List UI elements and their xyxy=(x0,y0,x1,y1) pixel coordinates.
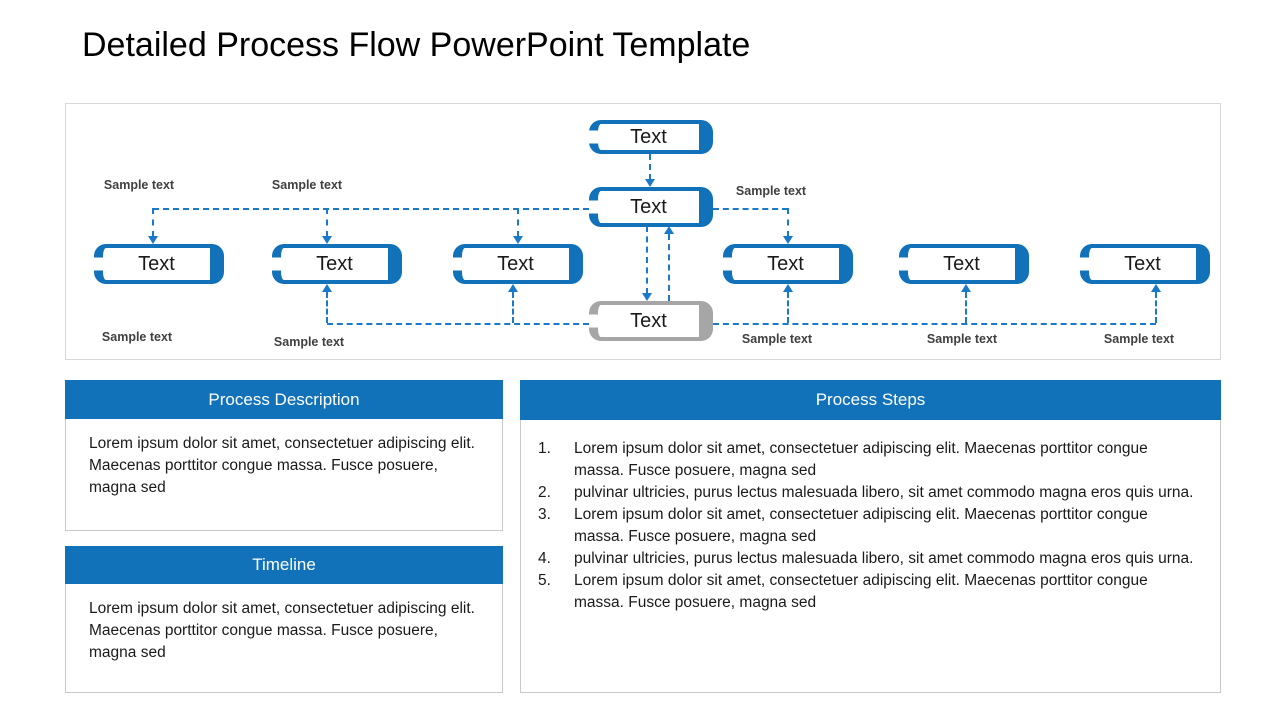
connector-gray-left-rail xyxy=(327,323,589,325)
step-text: pulvinar ultricies, purus lectus malesua… xyxy=(574,550,1194,567)
flow-box-label: Text xyxy=(138,252,175,275)
connector-hub-left-rail xyxy=(153,208,589,210)
connector-rise-box6 xyxy=(1155,292,1157,323)
step-number: 4. xyxy=(538,550,551,567)
flowchart-panel: Text Text Text Text Text Text Text Text … xyxy=(65,103,1221,360)
sample-label: Sample text xyxy=(1103,332,1175,346)
connector-rise-box5 xyxy=(965,292,967,323)
flow-box-1: Text xyxy=(94,244,224,284)
flow-box-5: Text xyxy=(899,244,1029,284)
connector-rise-box3 xyxy=(512,292,514,323)
arrowhead-down-icon xyxy=(645,179,655,187)
process-steps-title: Process Steps xyxy=(815,390,926,409)
arrowhead-up-icon xyxy=(1151,284,1161,292)
step-text: Lorem ipsum dolor sit amet, consectetuer… xyxy=(574,506,1148,545)
step-number: 5. xyxy=(538,572,551,589)
process-description-body: Lorem ipsum dolor sit amet, consectetuer… xyxy=(65,419,503,531)
connector-top-to-hub xyxy=(649,154,651,180)
sample-label: Sample text xyxy=(735,184,807,198)
connector-rise-box2 xyxy=(326,292,328,323)
sample-label: Sample text xyxy=(741,332,813,346)
process-description-panel: Process Description Lorem ipsum dolor si… xyxy=(65,380,503,531)
connector-gray-to-hub xyxy=(668,234,670,301)
step-item: 5. Lorem ipsum dolor sit amet, consectet… xyxy=(538,570,1196,614)
flow-box-label: Text xyxy=(316,252,353,275)
page-title: Detailed Process Flow PowerPoint Templat… xyxy=(82,26,751,64)
flow-box-label: Text xyxy=(767,252,804,275)
sample-label: Sample text xyxy=(926,332,998,346)
process-description-header: Process Description xyxy=(65,380,503,419)
step-number: 2. xyxy=(538,484,551,501)
flow-box-3: Text xyxy=(453,244,583,284)
arrowhead-up-icon xyxy=(322,284,332,292)
flow-box-label: Text xyxy=(943,252,980,275)
step-number: 1. xyxy=(538,440,551,457)
step-item: 2. pulvinar ultricies, purus lectus male… xyxy=(538,482,1196,504)
flow-box-label: Text xyxy=(1124,252,1161,275)
connector-rise-box4 xyxy=(787,292,789,323)
connector-hub-to-gray xyxy=(646,226,648,294)
arrowhead-up-icon xyxy=(783,284,793,292)
connector-drop-box3 xyxy=(517,208,519,237)
timeline-panel: Timeline Lorem ipsum dolor sit amet, con… xyxy=(65,546,503,693)
connector-drop-box2 xyxy=(326,208,328,237)
timeline-body: Lorem ipsum dolor sit amet, consectetuer… xyxy=(65,584,503,693)
flow-box-6: Text xyxy=(1080,244,1210,284)
process-description-title: Process Description xyxy=(208,389,360,409)
connector-drop-box4 xyxy=(787,208,789,237)
arrowhead-up-icon xyxy=(508,284,518,292)
arrowhead-down-icon xyxy=(513,236,523,244)
step-item: 1. Lorem ipsum dolor sit amet, consectet… xyxy=(538,438,1196,482)
arrowhead-down-icon xyxy=(783,236,793,244)
arrowhead-down-icon xyxy=(642,293,652,301)
arrowhead-down-icon xyxy=(322,236,332,244)
step-text: Lorem ipsum dolor sit amet, consectetuer… xyxy=(574,572,1148,611)
flow-box-label: Text xyxy=(497,252,534,275)
arrowhead-up-icon xyxy=(961,284,971,292)
process-steps-body: 1. Lorem ipsum dolor sit amet, consectet… xyxy=(520,420,1221,693)
process-steps-header: Process Steps xyxy=(520,380,1221,420)
arrowhead-down-icon xyxy=(148,236,158,244)
sample-label: Sample text xyxy=(103,178,175,192)
flow-box-2: Text xyxy=(272,244,402,284)
flow-box-4: Text xyxy=(723,244,853,284)
sample-label: Sample text xyxy=(271,178,343,192)
process-steps-panel: Process Steps 1. Lorem ipsum dolor sit a… xyxy=(520,380,1221,693)
step-text: Lorem ipsum dolor sit amet, consectetuer… xyxy=(574,440,1148,479)
timeline-header: Timeline xyxy=(65,546,503,584)
flow-box-hub: Text xyxy=(589,187,713,227)
step-number: 3. xyxy=(538,506,551,523)
connector-gray-right-rail xyxy=(713,323,1156,325)
timeline-title: Timeline xyxy=(252,555,316,574)
flow-box-top: Text xyxy=(589,120,713,154)
connector-drop-box1 xyxy=(152,208,154,237)
step-item: 3. Lorem ipsum dolor sit amet, consectet… xyxy=(538,504,1196,548)
flow-box-bottom-gray: Text xyxy=(589,301,713,341)
sample-label: Sample text xyxy=(273,335,345,349)
flow-box-label: Text xyxy=(630,125,667,148)
connector-hub-right-rail xyxy=(713,208,788,210)
arrowhead-up-icon xyxy=(664,226,674,234)
flow-box-label: Text xyxy=(630,195,667,218)
step-item: 4. pulvinar ultricies, purus lectus male… xyxy=(538,548,1196,570)
sample-label: Sample text xyxy=(101,330,173,344)
step-text: pulvinar ultricies, purus lectus malesua… xyxy=(574,484,1194,501)
flow-box-label: Text xyxy=(630,309,667,332)
